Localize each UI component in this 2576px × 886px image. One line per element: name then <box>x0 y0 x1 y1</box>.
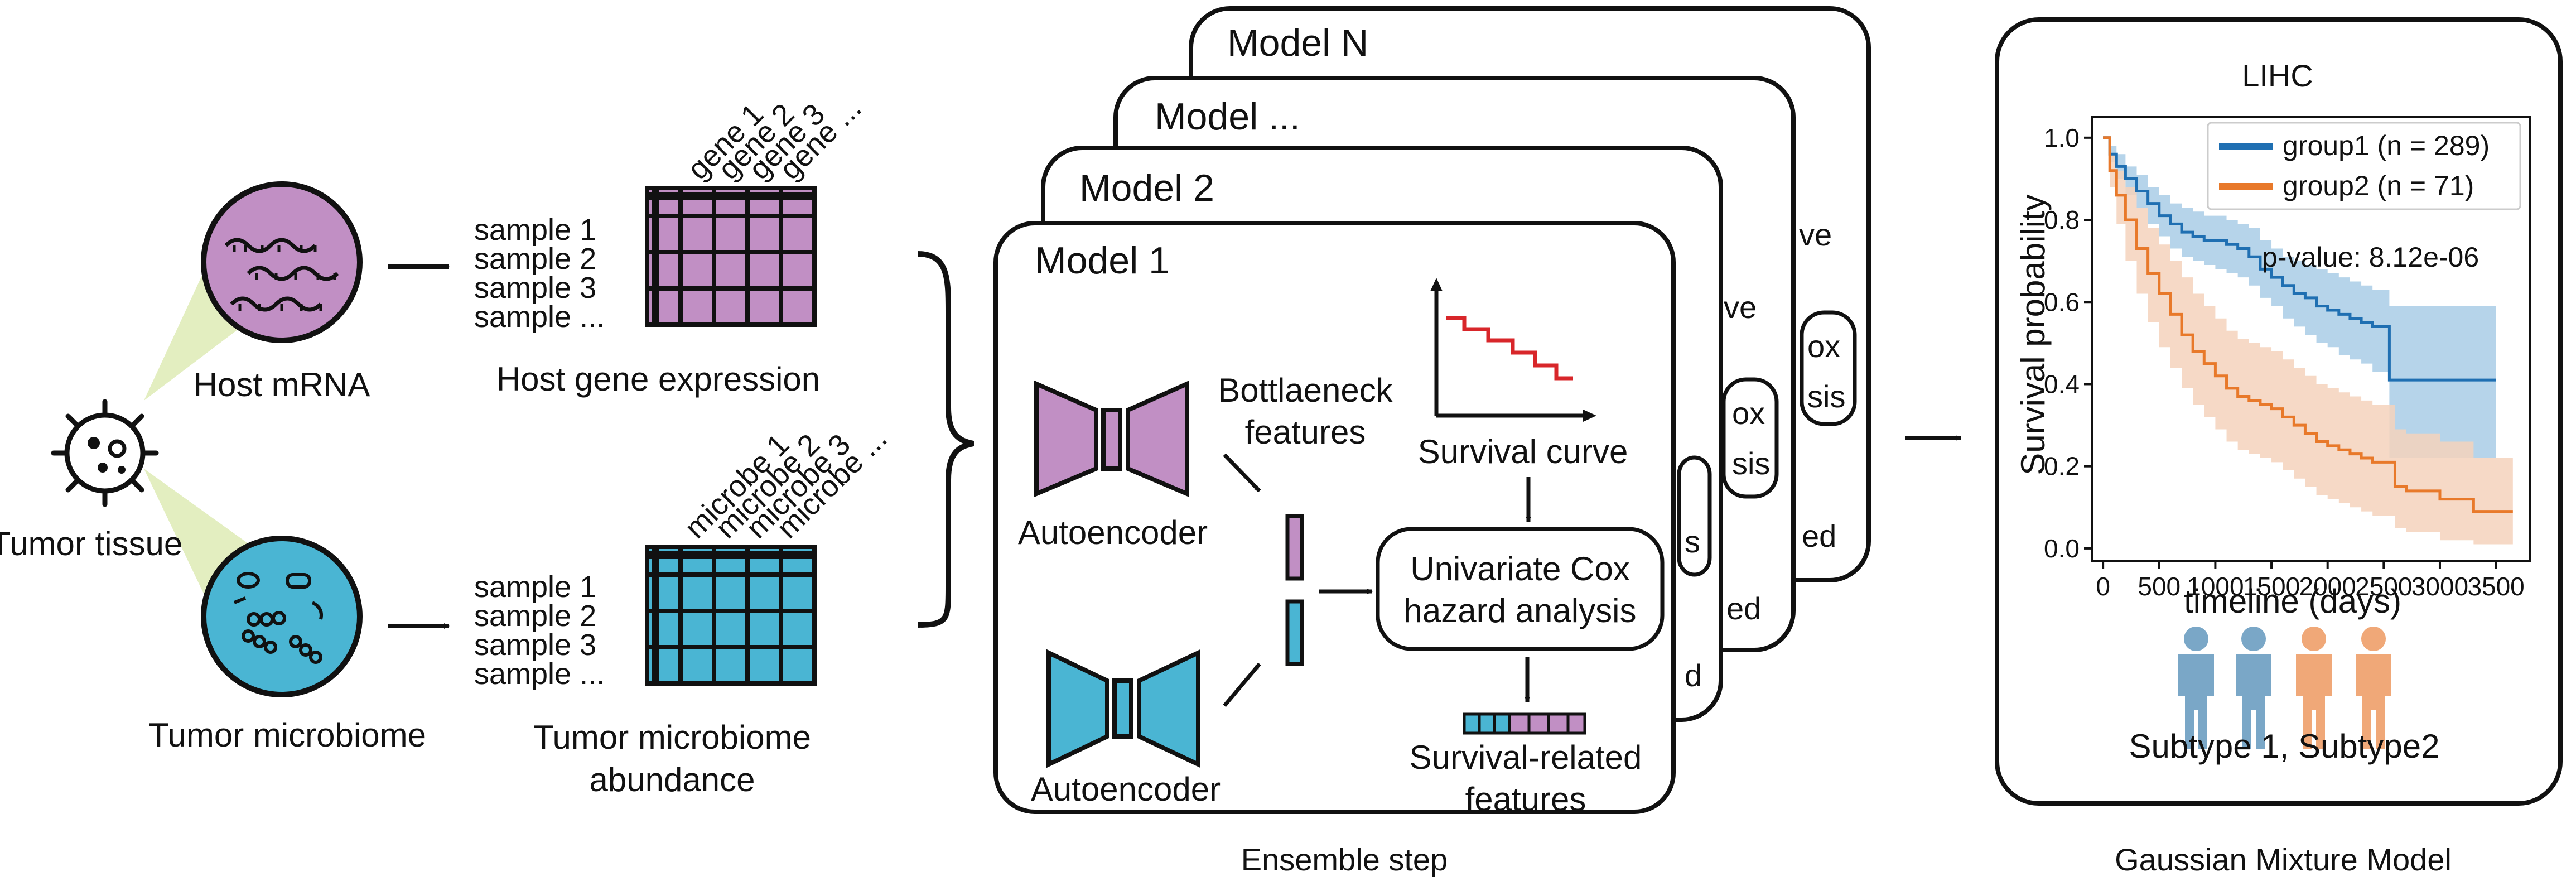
peek-text: ve <box>1724 290 1757 325</box>
features-label-2: features <box>1465 781 1586 818</box>
cox-label-2: hazard analysis <box>1404 592 1637 629</box>
y-tick-label: 0.6 <box>2044 287 2080 316</box>
microbe-row-1: sample 1 <box>474 570 596 604</box>
bottleneck-label-1: Bottlaeneck <box>1218 372 1393 409</box>
ci-band-1 <box>2103 137 2496 458</box>
bottleneck-blue <box>1285 599 1304 666</box>
mrna-icon <box>201 181 363 343</box>
arrow-icon <box>1223 453 1261 493</box>
microbe-matrix-caption-1: Tumor microbiome <box>533 719 811 756</box>
ensemble-section: Model N Model ... Model 2 ve ve ox sis o… <box>993 6 1871 877</box>
brace-icon <box>917 251 975 628</box>
microbe-row-4: sample ... <box>474 657 605 691</box>
person-icon <box>2178 627 2214 749</box>
x-tick-label: 3000 <box>2411 572 2468 601</box>
peek-text: sis <box>1807 379 1845 414</box>
peek-text: ox <box>1807 329 1840 364</box>
autoencoder-bottom-label: Autoencoder <box>1031 771 1221 808</box>
y-tick-label: 0.0 <box>2044 534 2080 563</box>
encoder-icon <box>1034 380 1189 498</box>
legend-box <box>2207 122 2521 210</box>
microbe-matrix: sample 1 sample 2 sample 3 sample ... mi… <box>474 422 894 798</box>
arrow-icon <box>1223 662 1261 707</box>
legend-label-group2: group2 (n = 71) <box>2283 170 2474 201</box>
peek-text: s <box>1685 524 1700 559</box>
model-title-dots: Model ... <box>1155 95 1300 138</box>
person-icon <box>2356 627 2391 749</box>
x-tick-label: 2500 <box>2355 572 2412 601</box>
person-icon <box>2296 627 2332 749</box>
peek-text: ox <box>1732 396 1765 431</box>
ci-band-2 <box>2103 137 2513 545</box>
gene-row-2: sample 2 <box>474 242 596 276</box>
bottleneck-purple <box>1285 514 1304 581</box>
y-tick-label: 0.2 <box>2044 452 2080 481</box>
input-section: Tumor tissue Host mRNA <box>0 181 450 754</box>
features-label-1: Survival-related <box>1410 739 1642 776</box>
peek-text: ed <box>1726 591 1761 626</box>
peek-text: sis <box>1732 446 1770 481</box>
model-title-1: Model 1 <box>1035 239 1170 282</box>
x-tick-label: 1500 <box>2243 572 2300 601</box>
peek-text: d <box>1685 658 1702 693</box>
virus-icon <box>51 399 159 507</box>
plot-frame <box>2091 116 2531 562</box>
encoder-icon <box>1046 649 1200 768</box>
gene-matrix-caption: Host gene expression <box>496 360 820 398</box>
subtype-label: Subtype 1, Subtype2 <box>2129 728 2439 765</box>
survival-curve-label: Survival curve <box>1418 433 1628 470</box>
legend: group1 (n = 289) group2 (n = 71) <box>2207 122 2521 210</box>
peek-text: ed <box>1802 518 1836 553</box>
x-tick-label: 2000 <box>2299 572 2356 601</box>
bottleneck-label-2: features <box>1245 413 1366 451</box>
x-tick-label: 0 <box>2096 572 2110 601</box>
x-axis-label: timeline (days) <box>2184 582 2401 620</box>
y-axis-label: Survival probability <box>2014 194 2052 475</box>
y-tick-label: 1.0 <box>2044 123 2080 152</box>
microbe-row-3: sample 3 <box>474 628 596 662</box>
mini-survival-curve <box>1430 278 1596 422</box>
gene-matrix-grid <box>645 186 817 327</box>
x-tick-label: 3500 <box>2467 572 2524 601</box>
microbe-icon <box>201 536 363 697</box>
peek-text: ve <box>1799 217 1832 252</box>
microbe-matrix-grid <box>645 545 817 686</box>
gene-row-1: sample 1 <box>474 213 596 247</box>
autoencoder-top-label: Autoencoder <box>1018 514 1208 551</box>
p-value-annotation: p-value: 8.12e-06 <box>2262 242 2479 273</box>
gene-row-4: sample ... <box>474 300 605 334</box>
result-caption: Gaussian Mixture Model <box>2115 842 2452 877</box>
model-title-2: Model 2 <box>1079 167 1214 209</box>
survival-line-1 <box>2103 136 2496 382</box>
model-title-n: Model N <box>1227 22 1368 64</box>
microbe-row-2: sample 2 <box>474 599 596 633</box>
y-tick-label: 0.4 <box>2044 369 2080 398</box>
feature-strip <box>1463 712 1586 735</box>
survival-line-2 <box>2103 136 2513 513</box>
microbe-matrix-caption-2: abundance <box>590 761 755 798</box>
tissue-label: Tumor tissue <box>0 525 182 562</box>
gene-matrix: sample 1 sample 2 sample 3 sample ... ge… <box>474 92 868 398</box>
model-card-1 <box>993 221 1676 814</box>
chart-title: LIHC <box>2242 58 2313 93</box>
person-icon <box>2236 627 2271 749</box>
cox-label-1: Univariate Cox <box>1410 550 1630 588</box>
x-tick-label: 1000 <box>2187 572 2244 601</box>
mrna-label: Host mRNA <box>194 366 370 403</box>
ensemble-caption: Ensemble step <box>1241 842 1448 877</box>
x-tick-label: 500 <box>2138 572 2181 601</box>
gene-row-3: sample 3 <box>474 271 596 305</box>
y-tick-label: 0.8 <box>2044 205 2080 234</box>
cox-box <box>1376 527 1665 651</box>
legend-label-group1: group1 (n = 289) <box>2283 130 2490 161</box>
microbiome-label: Tumor microbiome <box>148 716 426 754</box>
